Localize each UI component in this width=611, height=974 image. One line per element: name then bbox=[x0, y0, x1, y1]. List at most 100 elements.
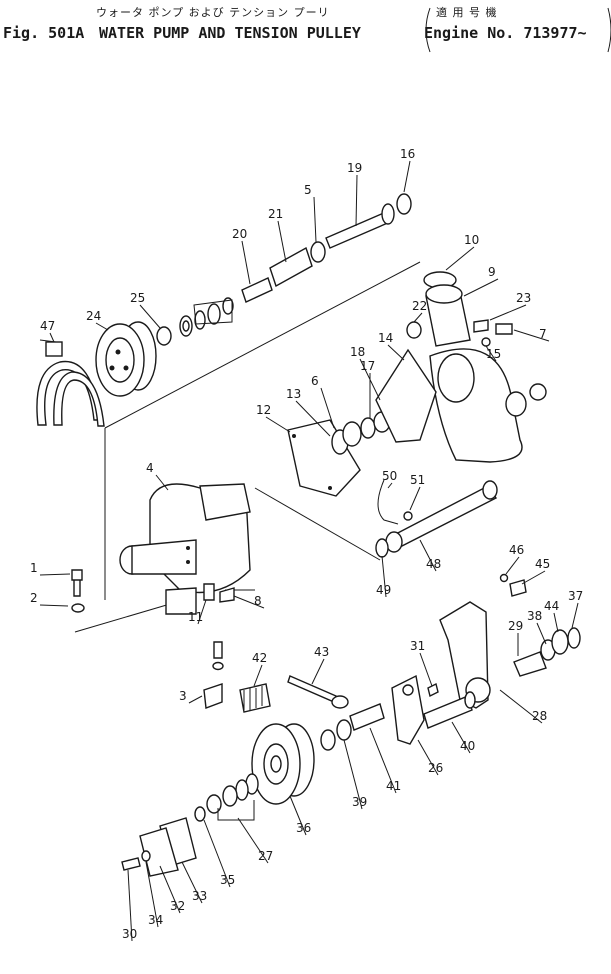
leader-line-35 bbox=[203, 819, 231, 888]
part-label-21: 21 bbox=[268, 207, 283, 221]
part-label-45: 45 bbox=[535, 557, 550, 571]
leader-line-22 bbox=[413, 312, 423, 323]
pump-mounting-bolts bbox=[71, 569, 235, 613]
leader-line-42 bbox=[253, 664, 263, 687]
leader-line-23 bbox=[489, 304, 527, 321]
leader-line-18 bbox=[359, 358, 381, 401]
leader-line-28 bbox=[499, 689, 543, 724]
leader-line-20 bbox=[241, 240, 251, 285]
part-label-13: 13 bbox=[286, 387, 301, 401]
part-label-33: 33 bbox=[192, 889, 207, 903]
leader-line-25 bbox=[139, 304, 161, 329]
part-label-29: 29 bbox=[508, 619, 523, 633]
header: ウォータ ポンプ および テンション プーリ 適 用 号 機 Fig. 501A… bbox=[0, 0, 611, 60]
part-label-36: 36 bbox=[296, 821, 311, 835]
part-label-17: 17 bbox=[360, 359, 375, 373]
leader-line-24 bbox=[95, 322, 109, 331]
leader-line-49 bbox=[381, 555, 387, 598]
part-label-47: 47 bbox=[40, 319, 55, 333]
part-label-4: 4 bbox=[146, 461, 154, 475]
part-label-28: 28 bbox=[532, 709, 547, 723]
part-label-12: 12 bbox=[256, 403, 271, 417]
part-label-41: 41 bbox=[386, 779, 401, 793]
leader-line-5 bbox=[313, 196, 317, 243]
leader-line-38 bbox=[536, 622, 547, 645]
japanese-title: ウォータ ポンプ および テンション プーリ bbox=[96, 6, 330, 19]
leader-line-6 bbox=[320, 387, 335, 429]
leader-line-16 bbox=[403, 160, 411, 193]
part-label-14: 14 bbox=[378, 331, 393, 345]
leader-line-31 bbox=[419, 652, 433, 687]
part-label-48: 48 bbox=[426, 557, 441, 571]
leader-line-37 bbox=[571, 602, 579, 629]
engine-number: Engine No. 713977~ bbox=[424, 24, 587, 42]
part-label-32: 32 bbox=[170, 899, 185, 913]
part-label-37: 37 bbox=[568, 589, 583, 603]
leader-line-40 bbox=[451, 721, 471, 754]
pump-body-part bbox=[119, 483, 251, 615]
leader-line-19 bbox=[355, 174, 358, 227]
leader-line-33 bbox=[181, 861, 203, 904]
part-label-1: 1 bbox=[30, 561, 38, 575]
part-label-27: 27 bbox=[258, 849, 273, 863]
leader-line-9 bbox=[463, 278, 499, 297]
leader-line-4 bbox=[155, 474, 169, 491]
leader-line-36 bbox=[289, 795, 307, 836]
part-label-25: 25 bbox=[130, 291, 145, 305]
part-label-6: 6 bbox=[311, 374, 319, 388]
part-label-34: 34 bbox=[148, 913, 163, 927]
leader-line-10 bbox=[445, 246, 475, 271]
part-label-51: 51 bbox=[410, 473, 425, 487]
part-number-labels: 1234567891011121314151617181920212223242… bbox=[30, 147, 583, 942]
tension-adjuster-assembly bbox=[203, 641, 349, 713]
part-label-26: 26 bbox=[428, 761, 443, 775]
part-label-20: 20 bbox=[232, 227, 247, 241]
water-outlet-housing bbox=[406, 271, 547, 463]
leader-line-1 bbox=[39, 573, 71, 576]
pump-shaft-assembly bbox=[156, 193, 412, 346]
engine-bracket bbox=[425, 7, 611, 53]
leader-line-3 bbox=[188, 695, 203, 704]
leader-line-39 bbox=[343, 739, 363, 810]
japanese-applicable-label: 適 用 号 機 bbox=[436, 6, 498, 19]
leader-line-14 bbox=[387, 344, 405, 361]
part-label-44: 44 bbox=[544, 599, 559, 613]
leader-line-45 bbox=[521, 570, 546, 585]
part-label-2: 2 bbox=[30, 591, 38, 605]
leader-line-27 bbox=[237, 817, 269, 864]
part-label-19: 19 bbox=[347, 161, 362, 175]
leader-line-21 bbox=[277, 220, 287, 263]
part-label-35: 35 bbox=[220, 873, 235, 887]
part-label-43: 43 bbox=[314, 645, 329, 659]
leader-line-48 bbox=[419, 539, 437, 572]
part-label-15: 15 bbox=[486, 347, 501, 361]
tension-pulley-part bbox=[251, 723, 315, 805]
tension-lever-assembly bbox=[320, 674, 476, 751]
leader-line-43 bbox=[311, 658, 325, 685]
leader-line-7 bbox=[513, 329, 550, 342]
part-label-18: 18 bbox=[350, 345, 365, 359]
bypass-pipe-assembly bbox=[375, 479, 498, 558]
leader-line-12 bbox=[265, 416, 291, 433]
part-label-10: 10 bbox=[464, 233, 479, 247]
leader-line-44 bbox=[553, 612, 559, 633]
leader-line-15 bbox=[485, 345, 497, 362]
leader-line-51 bbox=[409, 486, 421, 511]
leader-line-50 bbox=[387, 482, 393, 489]
leader-line-46 bbox=[505, 556, 520, 575]
part-label-23: 23 bbox=[516, 291, 531, 305]
leader-line-47 bbox=[49, 332, 55, 343]
pulley-cover-assembly bbox=[121, 773, 259, 877]
part-label-7: 7 bbox=[539, 327, 547, 341]
leader-line-32 bbox=[159, 865, 181, 914]
leader-line-8 bbox=[233, 595, 265, 609]
leader-line-26 bbox=[417, 739, 439, 776]
part-label-5: 5 bbox=[304, 183, 312, 197]
leader-line-11 bbox=[197, 599, 207, 625]
leader-line-13 bbox=[295, 400, 331, 437]
part-label-46: 46 bbox=[509, 543, 524, 557]
figure-title: WATER PUMP AND TENSION PULLEY bbox=[99, 24, 361, 42]
leader-line-30 bbox=[127, 869, 133, 942]
part-label-50: 50 bbox=[382, 469, 397, 483]
